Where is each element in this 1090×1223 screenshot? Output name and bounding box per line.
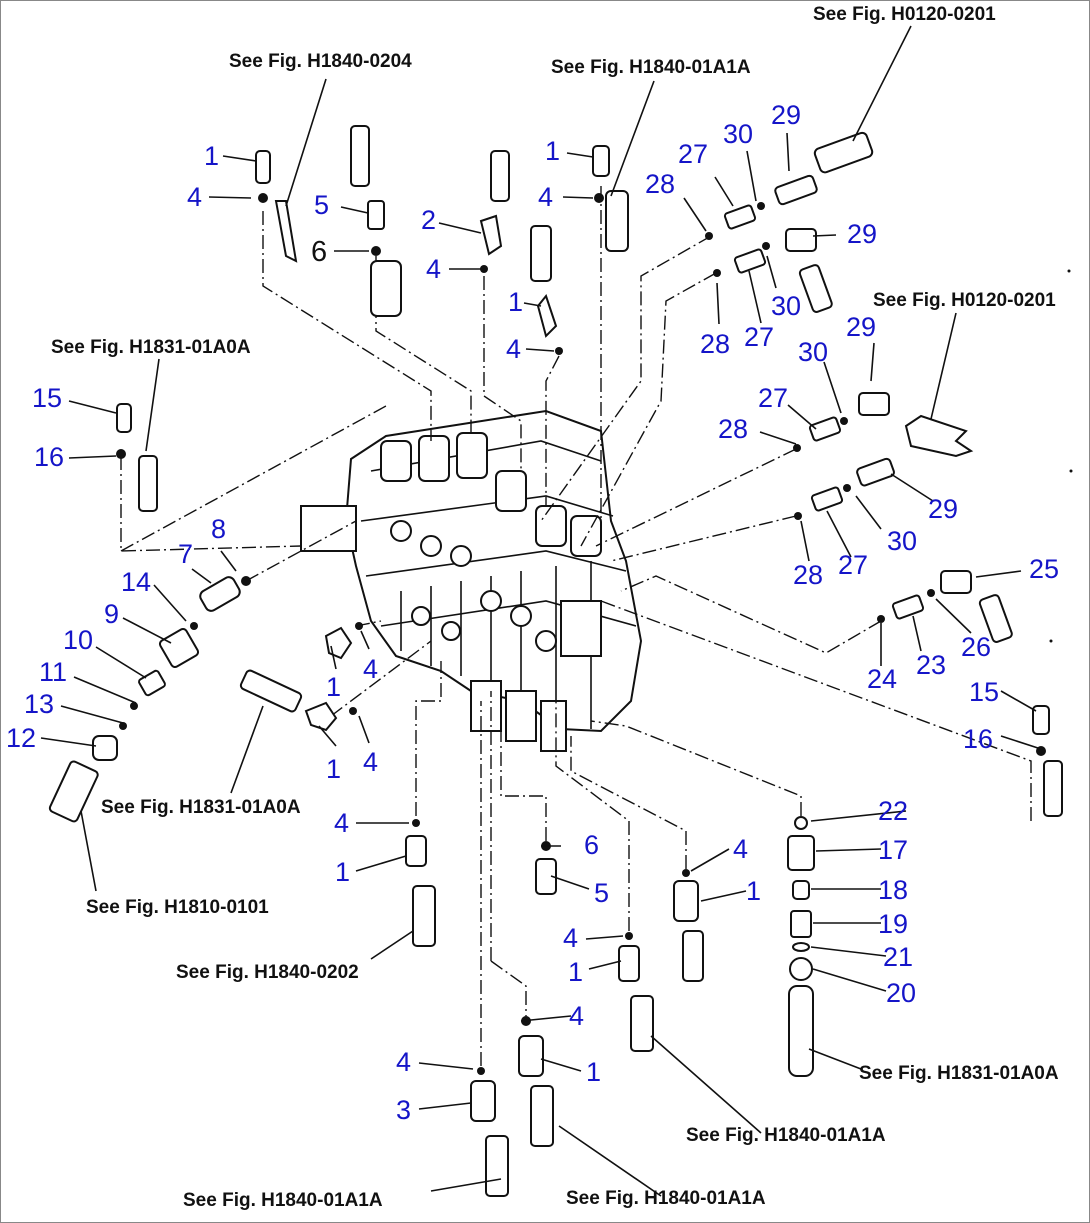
callout: 1 — [746, 876, 761, 906]
callout: 29 — [847, 219, 877, 249]
callout: 17 — [878, 835, 908, 865]
callout: 4 — [334, 808, 349, 838]
callout: 4 — [363, 747, 378, 777]
callout: 4 — [187, 182, 202, 212]
callout: 27 — [758, 383, 788, 413]
callout: 4 — [538, 182, 553, 212]
callout: 1 — [204, 141, 219, 171]
callout: 18 — [878, 875, 908, 905]
callout: 4 — [733, 834, 748, 864]
callout: 22 — [878, 796, 908, 826]
control-valve-body — [300, 409, 643, 752]
callout: 12 — [6, 723, 36, 753]
ref-h1810-0101: See Fig. H1810-0101 — [86, 897, 269, 918]
callout: 1 — [326, 672, 341, 702]
callout: 16 — [963, 724, 993, 754]
callout: 19 — [878, 909, 908, 939]
callout-numbers: 1 4 5 6 2 4 1 4 1 4 27 28 30 29 29 27 30… — [6, 100, 1059, 1125]
callout: 25 — [1029, 554, 1059, 584]
callout: 4 — [506, 334, 521, 364]
callout: 15 — [969, 677, 999, 707]
callout: 10 — [63, 625, 93, 655]
callout: 29 — [771, 100, 801, 130]
callout: 27 — [678, 139, 708, 169]
callout: 4 — [563, 923, 578, 953]
callout: 4 — [569, 1001, 584, 1031]
callout: 1 — [508, 287, 523, 317]
callout: 28 — [718, 414, 748, 444]
callout: 30 — [771, 291, 801, 321]
callout: 4 — [363, 654, 378, 684]
callout: 29 — [928, 494, 958, 524]
ref-h1840-0202: See Fig. H1840-0202 — [176, 962, 359, 983]
callout: 16 — [34, 442, 64, 472]
callout: 1 — [586, 1057, 601, 1087]
callout: 23 — [916, 650, 946, 680]
callout: 30 — [887, 526, 917, 556]
callout-leaders — [40, 25, 1042, 1197]
ref-h1840-01a1a-top: See Fig. H1840-01A1A — [551, 57, 751, 78]
callout: 24 — [867, 664, 897, 694]
callout: 7 — [178, 539, 193, 569]
callout: 1 — [335, 857, 350, 887]
callout: 28 — [645, 169, 675, 199]
ref-h0120-0201-right: See Fig. H0120-0201 — [873, 290, 1056, 311]
callout: 15 — [32, 383, 62, 413]
ref-h0120-0201-top: See Fig. H0120-0201 — [813, 4, 996, 25]
callout: 5 — [314, 190, 329, 220]
callout: 13 — [24, 689, 54, 719]
callout: 6 — [311, 236, 327, 268]
ref-h1840-01a1a-bottom: See Fig. H1840-01A1A — [566, 1188, 766, 1209]
callout: 29 — [846, 312, 876, 342]
callout: 28 — [700, 329, 730, 359]
figure-references: See Fig. H0120-0201 See Fig. H1840-0204 … — [51, 4, 1059, 1211]
callout: 14 — [121, 567, 151, 597]
callout: 27 — [838, 550, 868, 580]
callout: 4 — [396, 1047, 411, 1077]
callout: 8 — [211, 514, 226, 544]
hose-path-lines — [120, 186, 1032, 1066]
callout: 30 — [798, 337, 828, 367]
ref-h1831-01a0a-mid: See Fig. H1831-01A0A — [101, 797, 301, 818]
speck-dot — [1067, 269, 1071, 273]
ref-h1831-01a0a-left: See Fig. H1831-01A0A — [51, 337, 251, 358]
callout: 1 — [545, 136, 560, 166]
callout: 9 — [104, 599, 119, 629]
callout: 4 — [426, 254, 441, 284]
callout: 2 — [421, 205, 436, 235]
callout: 1 — [568, 957, 583, 987]
callout: 28 — [793, 560, 823, 590]
callout: 3 — [396, 1095, 411, 1125]
callout: 6 — [584, 830, 599, 860]
ref-h1840-01a1a-left: See Fig. H1840-01A1A — [183, 1190, 383, 1211]
callout: 21 — [883, 942, 913, 972]
callout: 27 — [744, 322, 774, 352]
ref-h1840-01a1a-mid: See Fig. H1840-01A1A — [686, 1125, 886, 1146]
speck-dot — [1069, 469, 1073, 473]
callout: 30 — [723, 119, 753, 149]
callout: 26 — [961, 632, 991, 662]
fittings — [48, 125, 1063, 1197]
speck-dot — [1049, 639, 1053, 643]
callout: 5 — [594, 878, 609, 908]
ref-h1840-0204: See Fig. H1840-0204 — [229, 51, 412, 72]
callout: 20 — [886, 978, 916, 1008]
callout: 11 — [39, 657, 67, 687]
ref-h1831-01a0a-right: See Fig. H1831-01A0A — [859, 1063, 1059, 1084]
callout: 1 — [326, 754, 341, 784]
